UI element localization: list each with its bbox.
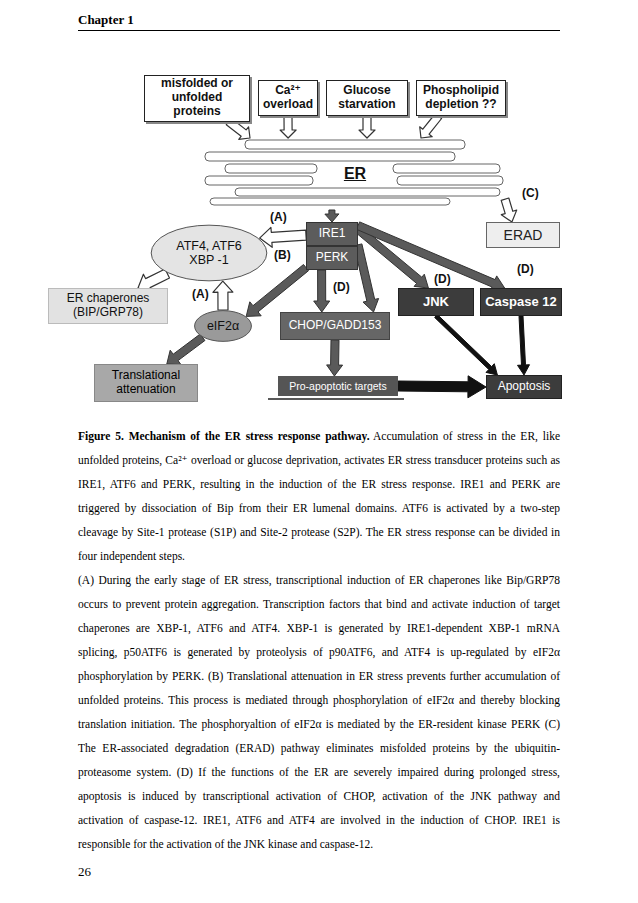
- node-text: Caspase 12: [485, 295, 557, 310]
- step-label: (B): [272, 248, 293, 262]
- step-label: (A): [190, 287, 211, 301]
- er-band: [225, 164, 317, 173]
- factor-ellipse: ATF4, ATF6 XBP -1: [150, 224, 268, 282]
- er-membrane: ER: [205, 138, 505, 210]
- node-text: PERK: [316, 251, 349, 265]
- connector-arrow: [327, 340, 343, 376]
- caption-text: (A) During the early stage of ER stress,…: [78, 568, 560, 856]
- pathway-box: ERAD: [486, 222, 560, 248]
- er-band: [205, 176, 313, 185]
- ellipse-shape: [151, 225, 267, 281]
- connector-arrow: [420, 114, 442, 139]
- ellipse-shape: [195, 311, 252, 342]
- step-label: (C): [520, 186, 541, 200]
- factor-ellipse: eIF2α: [194, 310, 252, 342]
- node-text: Pro-apoptotic targets: [289, 380, 386, 392]
- er-band: [205, 152, 455, 161]
- promoter-line: [268, 398, 404, 400]
- caption-block: Figure 5. Mechanism of the ER stress res…: [78, 424, 560, 568]
- gene-box: CHOP/GADD153: [280, 312, 390, 340]
- node-text: ER chaperones (BIP/GRP78): [53, 292, 163, 320]
- connector-arrow: [435, 315, 498, 375]
- figure-caption: Figure 5. Mechanism of the ER stress res…: [78, 430, 370, 442]
- er-band: [397, 176, 503, 185]
- er-band: [393, 164, 500, 173]
- connector-arrow: [398, 376, 486, 398]
- target-box: Pro-apoptotic targets: [278, 376, 398, 396]
- connector-arrow: [501, 198, 517, 222]
- er-band: [210, 198, 450, 205]
- node-text: ER: [344, 165, 366, 183]
- node-text: Phospholipid depletion ??: [422, 84, 500, 112]
- node-text: misfolded or unfolded proteins: [150, 77, 244, 118]
- running-header: Chapter 1: [78, 12, 134, 28]
- trigger-box: Phospholipid depletion ??: [416, 80, 506, 116]
- step-label: (D): [515, 262, 536, 276]
- node-text: Apoptosis: [498, 380, 551, 394]
- connector-arrow: [280, 116, 296, 138]
- er-band: [245, 140, 465, 149]
- outcome-box: Translational attenuation: [94, 364, 198, 402]
- er-band: [235, 188, 500, 196]
- node-text: CHOP/GADD153: [289, 319, 382, 333]
- outcome-box: Apoptosis: [486, 375, 562, 399]
- node-text: Translational attenuation: [99, 369, 193, 397]
- step-label: (A): [268, 210, 289, 224]
- caspase-box: Caspase 12: [480, 288, 562, 316]
- connector-arrow: [167, 334, 205, 365]
- sensor-box: IRE1: [306, 222, 358, 246]
- node-text: eIF2α: [207, 319, 239, 333]
- node-text: ATF4, ATF6 XBP -1: [167, 239, 251, 268]
- caption-text: Accumulation of stress in the ER, like u…: [78, 430, 560, 562]
- connector-arrow: [518, 316, 530, 375]
- kinase-box: JNK: [398, 288, 474, 316]
- node-text: Glucose starvation: [332, 84, 402, 112]
- step-label: (D): [432, 272, 453, 286]
- connector-arrow: [246, 265, 308, 317]
- connector-arrow: [260, 227, 307, 247]
- chaperone-box: ER chaperones (BIP/GRP78): [48, 288, 168, 324]
- node-text: JNK: [423, 295, 449, 310]
- page-number: 26: [78, 864, 91, 880]
- node-text: IRE1: [319, 227, 346, 241]
- connector-arrow: [356, 222, 504, 291]
- header-rule: [78, 30, 560, 31]
- connector-arrow: [314, 270, 330, 312]
- trigger-box: Glucose starvation: [326, 80, 408, 116]
- sensor-box: PERK: [306, 246, 358, 270]
- node-text: Ca²⁺ overload: [263, 84, 313, 112]
- trigger-box: misfolded or unfolded proteins: [144, 75, 250, 122]
- trigger-box: Ca²⁺ overload: [258, 80, 318, 116]
- connector-arrow: [359, 116, 375, 138]
- connector-arrow: [325, 210, 339, 222]
- step-label: (D): [331, 280, 352, 294]
- connector-arrow: [213, 281, 233, 310]
- node-text: ERAD: [504, 227, 543, 243]
